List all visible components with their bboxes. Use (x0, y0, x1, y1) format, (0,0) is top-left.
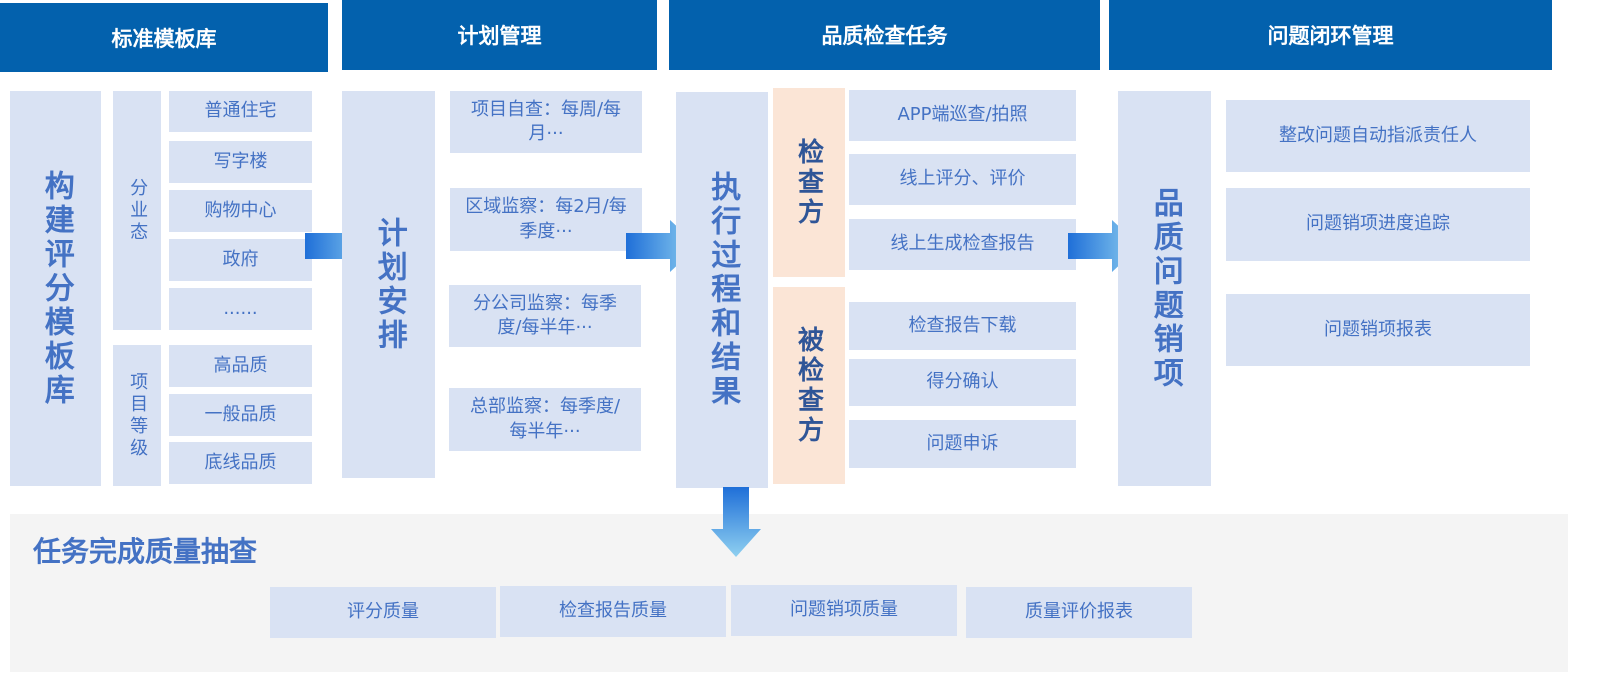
inspected-item: 问题申诉 (849, 420, 1076, 468)
audit-item: 问题销项质量 (731, 585, 957, 636)
quality-issue-box: 品质问题销项 (1118, 91, 1211, 486)
grade-item: 高品质 (169, 345, 312, 387)
grade-item: 一般品质 (169, 394, 312, 436)
format-item: 购物中心 (169, 190, 312, 232)
format-item: 政府 (169, 239, 312, 281)
audit-item: 检查报告质量 (500, 586, 726, 637)
inspector-label: 检查方 (773, 88, 845, 277)
issue-item: 整改问题自动指派责任人 (1226, 100, 1530, 172)
audit-item: 质量评价报表 (966, 587, 1192, 638)
format-item: 写字楼 (169, 141, 312, 183)
inspected-label: 被检查方 (773, 287, 845, 484)
header-plan-management: 计划管理 (342, 0, 657, 70)
inspector-item: APP端巡查/拍照 (849, 90, 1076, 141)
issue-item: 问题销项报表 (1226, 294, 1530, 366)
format-label: 分业态 (113, 91, 161, 330)
plan-item: 区域监察：每2月/每季度··· (450, 188, 642, 251)
execution-result-box: 执行过程和结果 (676, 92, 768, 488)
grade-label: 项目等级 (113, 345, 161, 486)
issue-item: 问题销项进度追踪 (1226, 188, 1530, 261)
inspector-item: 线上评分、评价 (849, 154, 1076, 205)
inspected-item: 检查报告下载 (849, 302, 1076, 350)
plan-item: 总部监察：每季度/每半年··· (449, 388, 641, 451)
inspector-item: 线上生成检查报告 (849, 219, 1076, 270)
grade-item: 底线品质 (169, 442, 312, 484)
plan-item: 分公司监察：每季度/每半年··· (449, 285, 641, 347)
format-item: ...... (169, 288, 312, 330)
audit-title: 任务完成质量抽查 (33, 535, 258, 568)
header-quality-inspection: 品质检查任务 (669, 0, 1100, 70)
inspected-item: 得分确认 (849, 359, 1076, 406)
plan-item: 项目自查：每周/每月··· (450, 91, 642, 153)
header-issue-closure: 问题闭环管理 (1109, 0, 1552, 70)
plan-arrangement-box: 计划安排 (342, 91, 435, 478)
audit-item: 评分质量 (270, 587, 496, 638)
arrow-down-icon (711, 487, 761, 557)
format-item: 普通住宅 (169, 91, 312, 132)
header-template-library: 标准模板库 (0, 3, 328, 72)
build-template-box: 构建评分模板库 (10, 91, 101, 486)
